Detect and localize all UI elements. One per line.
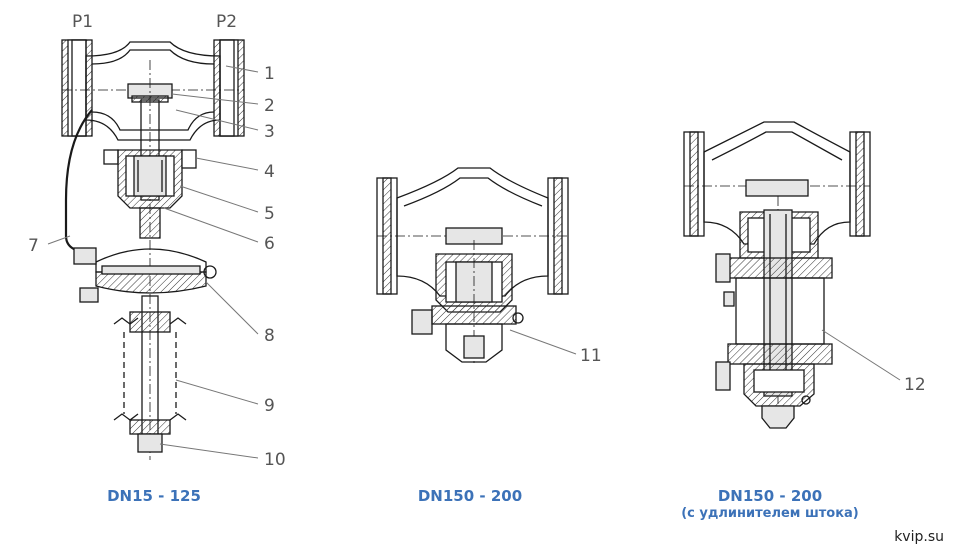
callout-9: 9 <box>264 396 275 416</box>
valve-left-drawing <box>61 39 245 460</box>
brand-watermark: kvip.su <box>894 529 944 545</box>
valve-middle-drawing <box>376 167 569 366</box>
caption-right-title: DN150 - 200 <box>717 487 823 505</box>
callout-1: 1 <box>264 64 275 84</box>
callout-10: 10 <box>264 450 286 470</box>
callout-4: 4 <box>264 162 275 182</box>
labels: P1 P2 1 2 3 4 5 6 7 8 9 10 11 12 <box>28 12 926 470</box>
callout-5: 5 <box>264 204 275 224</box>
callout-2: 2 <box>264 96 275 116</box>
caption-right-subtitle: (с удлинителем штока) <box>681 506 859 521</box>
callout-3: 3 <box>264 122 275 142</box>
caption-middle-title: DN150 - 200 <box>417 487 523 505</box>
callout-7: 7 <box>28 236 39 256</box>
leader-line-11 <box>509 329 577 355</box>
valve-right-drawing <box>683 121 871 430</box>
label-p1: P1 <box>72 12 93 32</box>
caption-left-title: DN15 - 125 <box>107 487 201 505</box>
leader-line-12 <box>821 329 901 381</box>
callout-6: 6 <box>264 234 275 254</box>
callout-8: 8 <box>264 326 275 346</box>
callout-11: 11 <box>580 346 602 366</box>
label-p2: P2 <box>216 12 237 32</box>
leader-lines-left <box>47 65 259 459</box>
callout-12: 12 <box>904 375 926 395</box>
